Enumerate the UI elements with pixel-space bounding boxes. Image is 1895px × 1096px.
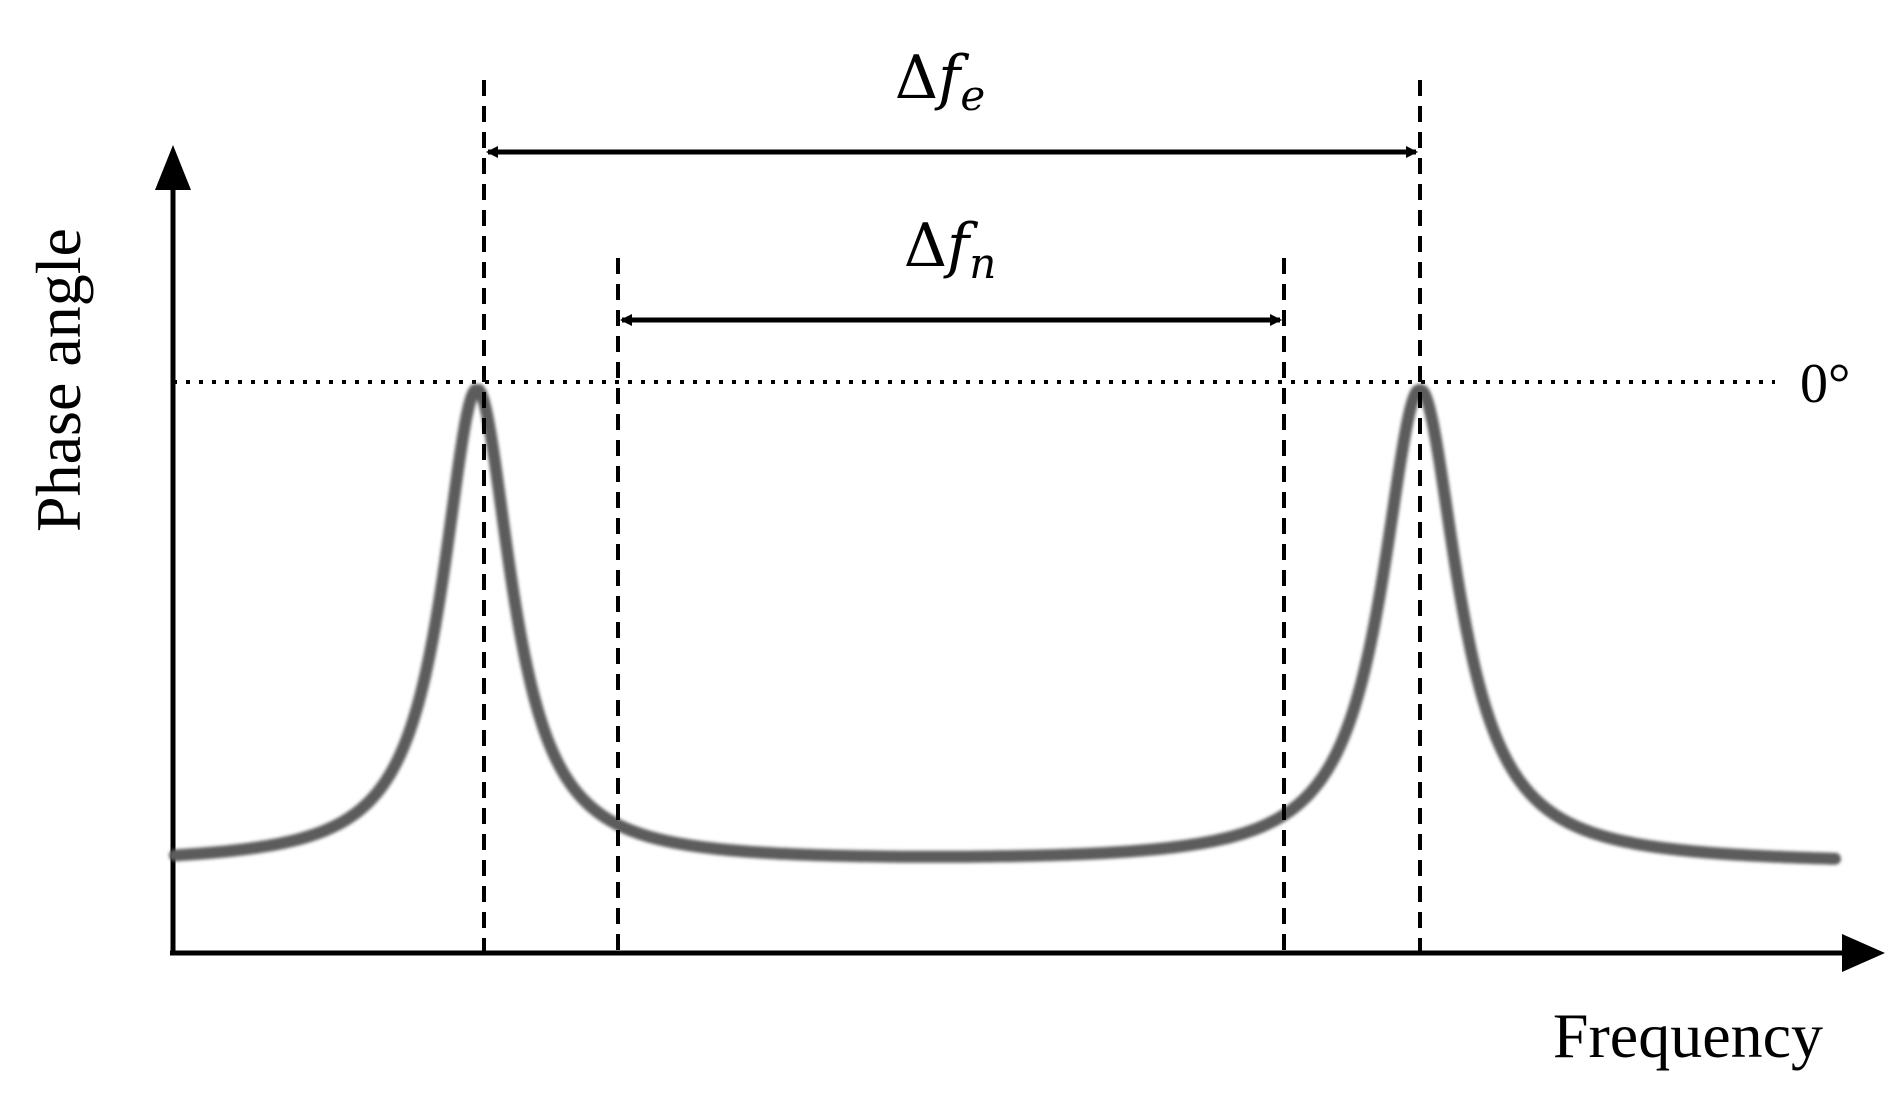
delta-fe-subscript: e: [960, 71, 985, 120]
zero-degree-label: 0°: [1800, 353, 1850, 415]
x-axis-label: Frequency: [1553, 1000, 1823, 1071]
guide-lines: [482, 80, 1422, 953]
delta-fn-symbol: Δ: [904, 211, 947, 281]
y-axis-label: Phase angle: [23, 228, 94, 532]
y-axis-arrowhead: [155, 145, 191, 190]
axes: [155, 145, 1885, 972]
delta-fn-label: Δfn: [904, 211, 997, 288]
delta-fe-label: Δfe: [895, 43, 985, 120]
phase-angle-curve: [169, 384, 1841, 865]
delta-fn-subscript: n: [969, 239, 996, 288]
delta-fe-symbol: Δ: [895, 43, 938, 113]
x-axis-arrowhead: [1842, 934, 1885, 972]
